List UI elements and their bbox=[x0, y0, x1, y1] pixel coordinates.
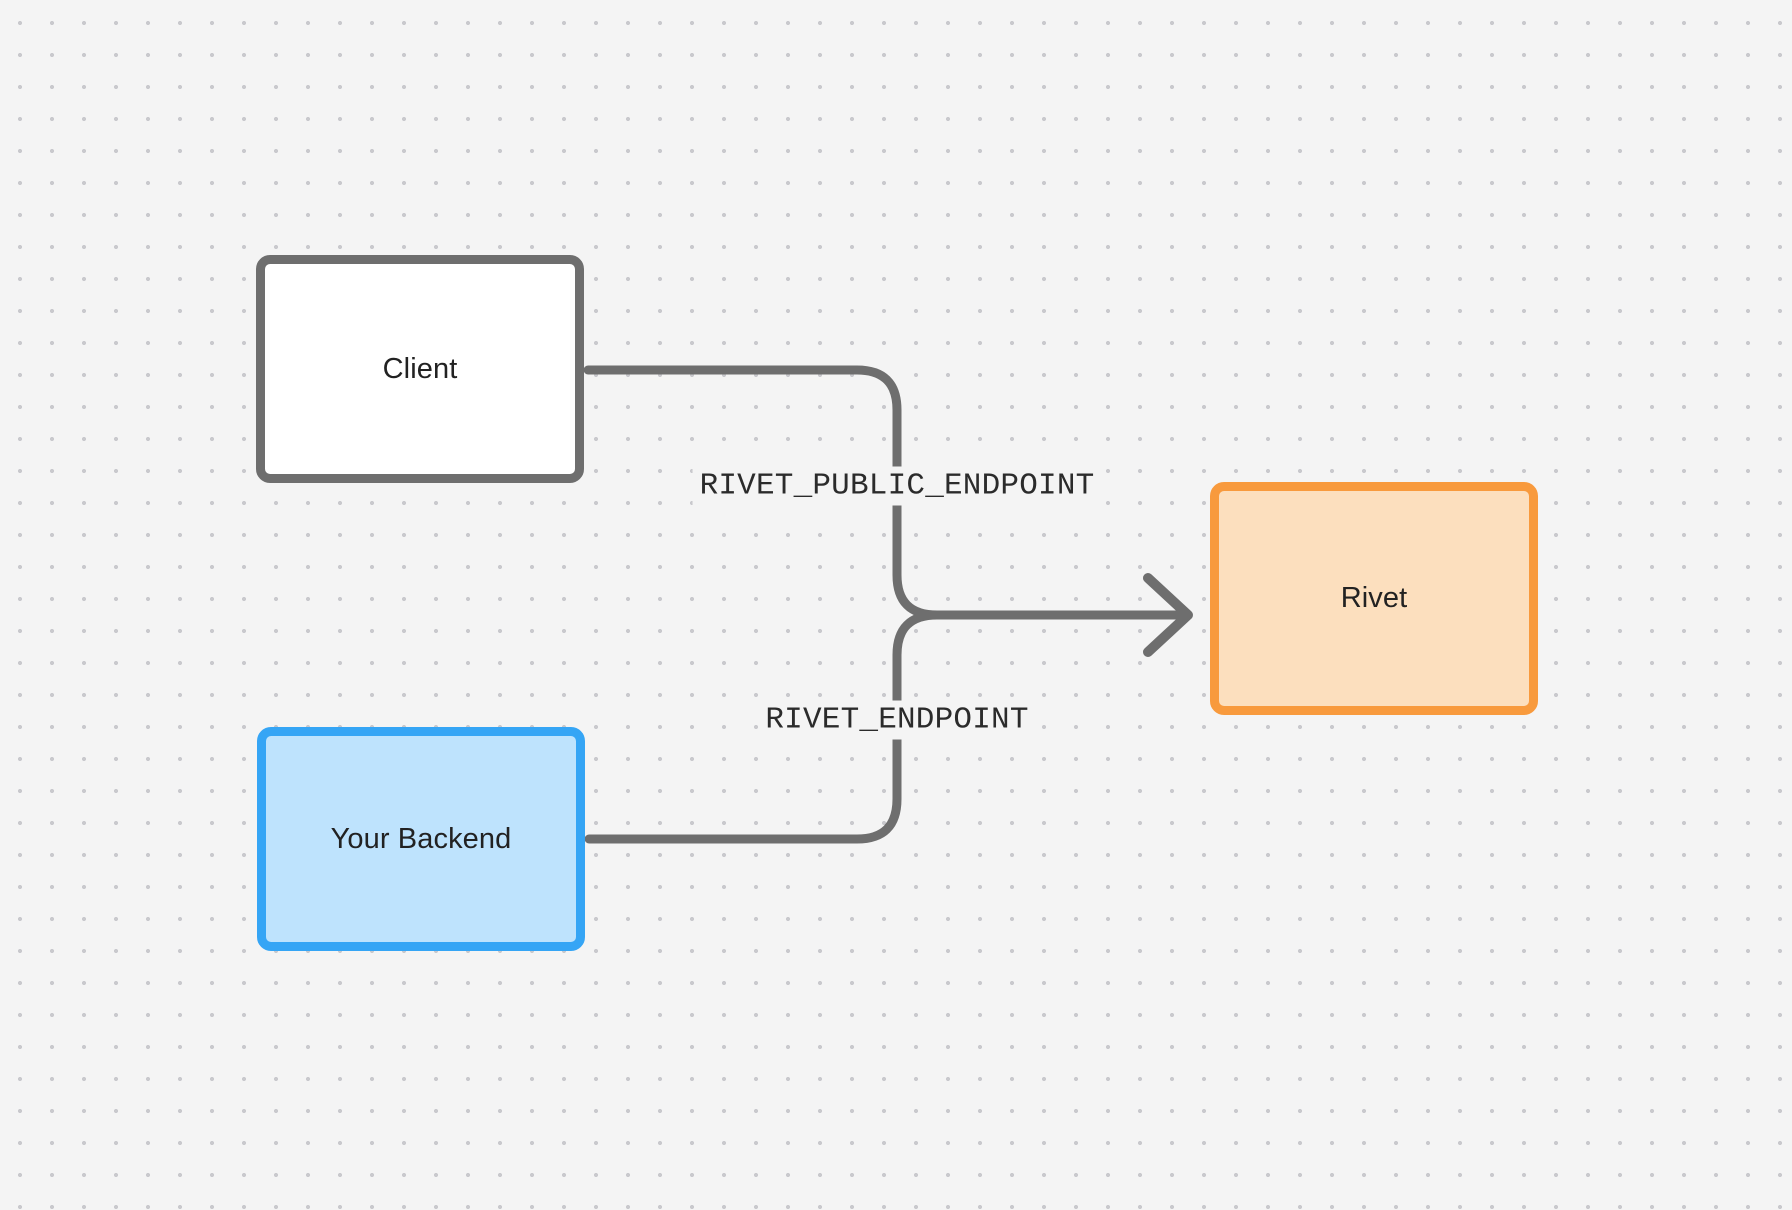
node-client[interactable]: Client bbox=[256, 255, 584, 483]
node-client-label: Client bbox=[382, 352, 458, 385]
node-rivet-label: Rivet bbox=[1340, 582, 1408, 615]
node-your-backend-label: Your Backend bbox=[330, 822, 512, 855]
edge-arrowhead-icon bbox=[1143, 573, 1193, 657]
edge-label-rivet-endpoint: RIVET_ENDPOINT bbox=[758, 700, 1036, 740]
node-your-backend[interactable]: Your Backend bbox=[257, 727, 585, 951]
node-rivet[interactable]: Rivet bbox=[1210, 482, 1538, 715]
edge-label-rivet-public-endpoint: RIVET_PUBLIC_ENDPOINT bbox=[692, 466, 1102, 506]
